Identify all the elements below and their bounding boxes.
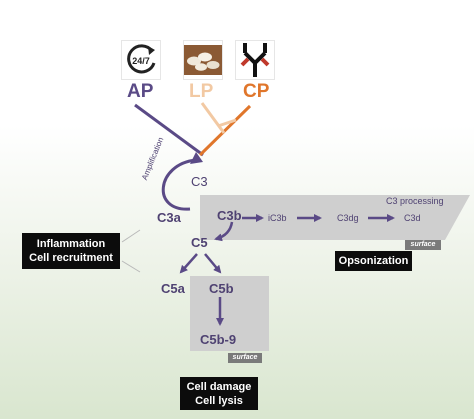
- surface-tag-c5b: surface: [228, 353, 262, 363]
- c5b9-label: C5b-9: [200, 332, 237, 347]
- opsonization-label: Opsonization: [338, 255, 409, 267]
- inflammation-line-1: Inflammation: [36, 238, 106, 250]
- opsonization-box: Opsonization: [335, 251, 412, 271]
- amplification-loop-arrow: [161, 158, 197, 211]
- antibody-icon: [235, 40, 275, 80]
- c3dg-label: C3dg: [337, 213, 359, 223]
- inflammation-line-2: Cell recruitment: [29, 252, 113, 264]
- c5a-label: C5a: [161, 281, 185, 296]
- inflammation-connector-upper: [121, 229, 141, 243]
- c3-processing-label: C3 processing: [386, 196, 444, 206]
- c5b-label: C5b: [209, 281, 234, 296]
- lp-cp-tick: [217, 118, 237, 128]
- surface-tag-c3: surface: [405, 240, 441, 250]
- c3d-label: C3d: [404, 213, 421, 223]
- 24-7-clock-icon: 24/7: [121, 40, 161, 80]
- c5-label: C5: [191, 235, 208, 250]
- c3-processing-panel: [200, 195, 470, 240]
- inflammation-connector-lower: [121, 260, 141, 273]
- cell-damage-line-2: Cell lysis: [195, 394, 243, 407]
- lectin-beans-icon: [183, 40, 223, 80]
- inflammation-box: Inflammation Cell recruitment: [22, 233, 120, 269]
- c3b-label: C3b: [217, 208, 242, 223]
- ap-line: [134, 103, 204, 157]
- c3a-label: C3a: [157, 210, 181, 225]
- c3-label: C3: [191, 174, 208, 189]
- cell-damage-line-1: Cell damage: [186, 380, 252, 393]
- c3b-to-c5-arrow: [214, 221, 234, 242]
- ap-label: AP: [127, 81, 154, 102]
- amplification-loop-arrowhead: [190, 152, 203, 164]
- lp-label: LP: [189, 81, 214, 102]
- ic3b-label: iC3b: [268, 213, 287, 223]
- clock-icon-text: 24/7: [132, 56, 150, 66]
- c5-to-c5a-arrow: [179, 253, 198, 274]
- c5-to-c5b-arrow: [204, 253, 222, 274]
- lp-line: [200, 102, 226, 134]
- cp-label: CP: [243, 81, 270, 102]
- cp-line: [198, 104, 252, 157]
- c5b-panel: [190, 276, 269, 351]
- cell-damage-box: Cell damage Cell lysis: [180, 377, 258, 410]
